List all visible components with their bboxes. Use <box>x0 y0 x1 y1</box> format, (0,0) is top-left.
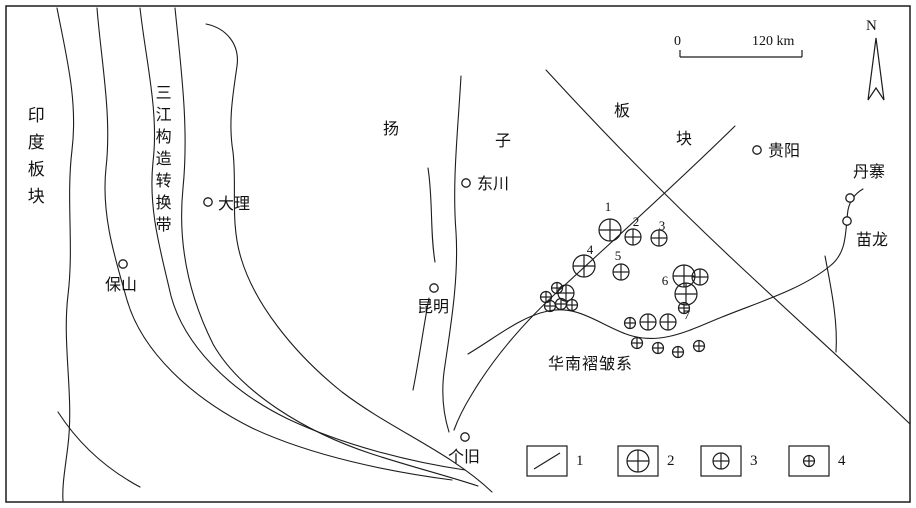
map-border <box>5 5 911 503</box>
deposit-symbol-medium <box>624 228 642 246</box>
deposit-symbol-medium <box>612 263 630 281</box>
deposit-symbol-small <box>651 341 665 355</box>
fault-line <box>57 411 141 488</box>
fault-line <box>174 7 479 487</box>
deposit-symbol-small <box>543 299 557 313</box>
deposit-symbol-small <box>671 345 685 359</box>
fault-line <box>824 255 837 353</box>
deposit-symbol-small <box>550 281 564 295</box>
legend-box <box>526 445 568 477</box>
legend-deposit-small-icon <box>802 454 816 468</box>
fault-line <box>412 297 430 391</box>
legend-fault-line-icon <box>533 452 561 470</box>
deposit-symbol-small <box>554 297 568 311</box>
city-marker <box>461 178 471 188</box>
deposit-symbol-medium <box>639 313 657 331</box>
fault-line <box>545 69 911 425</box>
fault-line <box>96 7 453 481</box>
deposit-symbol-large <box>674 282 698 306</box>
deposit-symbol-medium <box>691 268 709 286</box>
scale-bar <box>679 50 803 58</box>
fault-line <box>56 7 75 502</box>
deposit-symbol-small <box>677 301 691 315</box>
city-marker <box>752 145 762 155</box>
north-arrow-icon <box>867 37 885 101</box>
deposit-symbol-large <box>598 218 622 242</box>
legend-box <box>617 445 659 477</box>
city-marker <box>118 259 128 269</box>
city-marker <box>842 216 852 226</box>
legend-deposit-large-icon <box>626 449 650 473</box>
city-marker <box>460 432 470 442</box>
city-marker <box>429 283 439 293</box>
legend-deposit-medium-icon <box>712 452 730 470</box>
deposit-symbol-small <box>692 339 706 353</box>
deposit-symbol-small <box>630 336 644 350</box>
city-marker <box>845 193 855 203</box>
fault-line <box>442 75 462 433</box>
fault-line <box>139 7 466 471</box>
fault-line <box>427 167 436 263</box>
deposit-symbol-medium <box>650 229 668 247</box>
deposit-symbol-large <box>572 254 596 278</box>
deposit-symbol-small <box>565 298 579 312</box>
fault-line <box>205 23 493 493</box>
deposit-symbol-medium <box>659 313 677 331</box>
city-marker <box>203 197 213 207</box>
legend-box <box>788 445 830 477</box>
deposit-symbol-small <box>623 316 637 330</box>
legend-box <box>700 445 742 477</box>
